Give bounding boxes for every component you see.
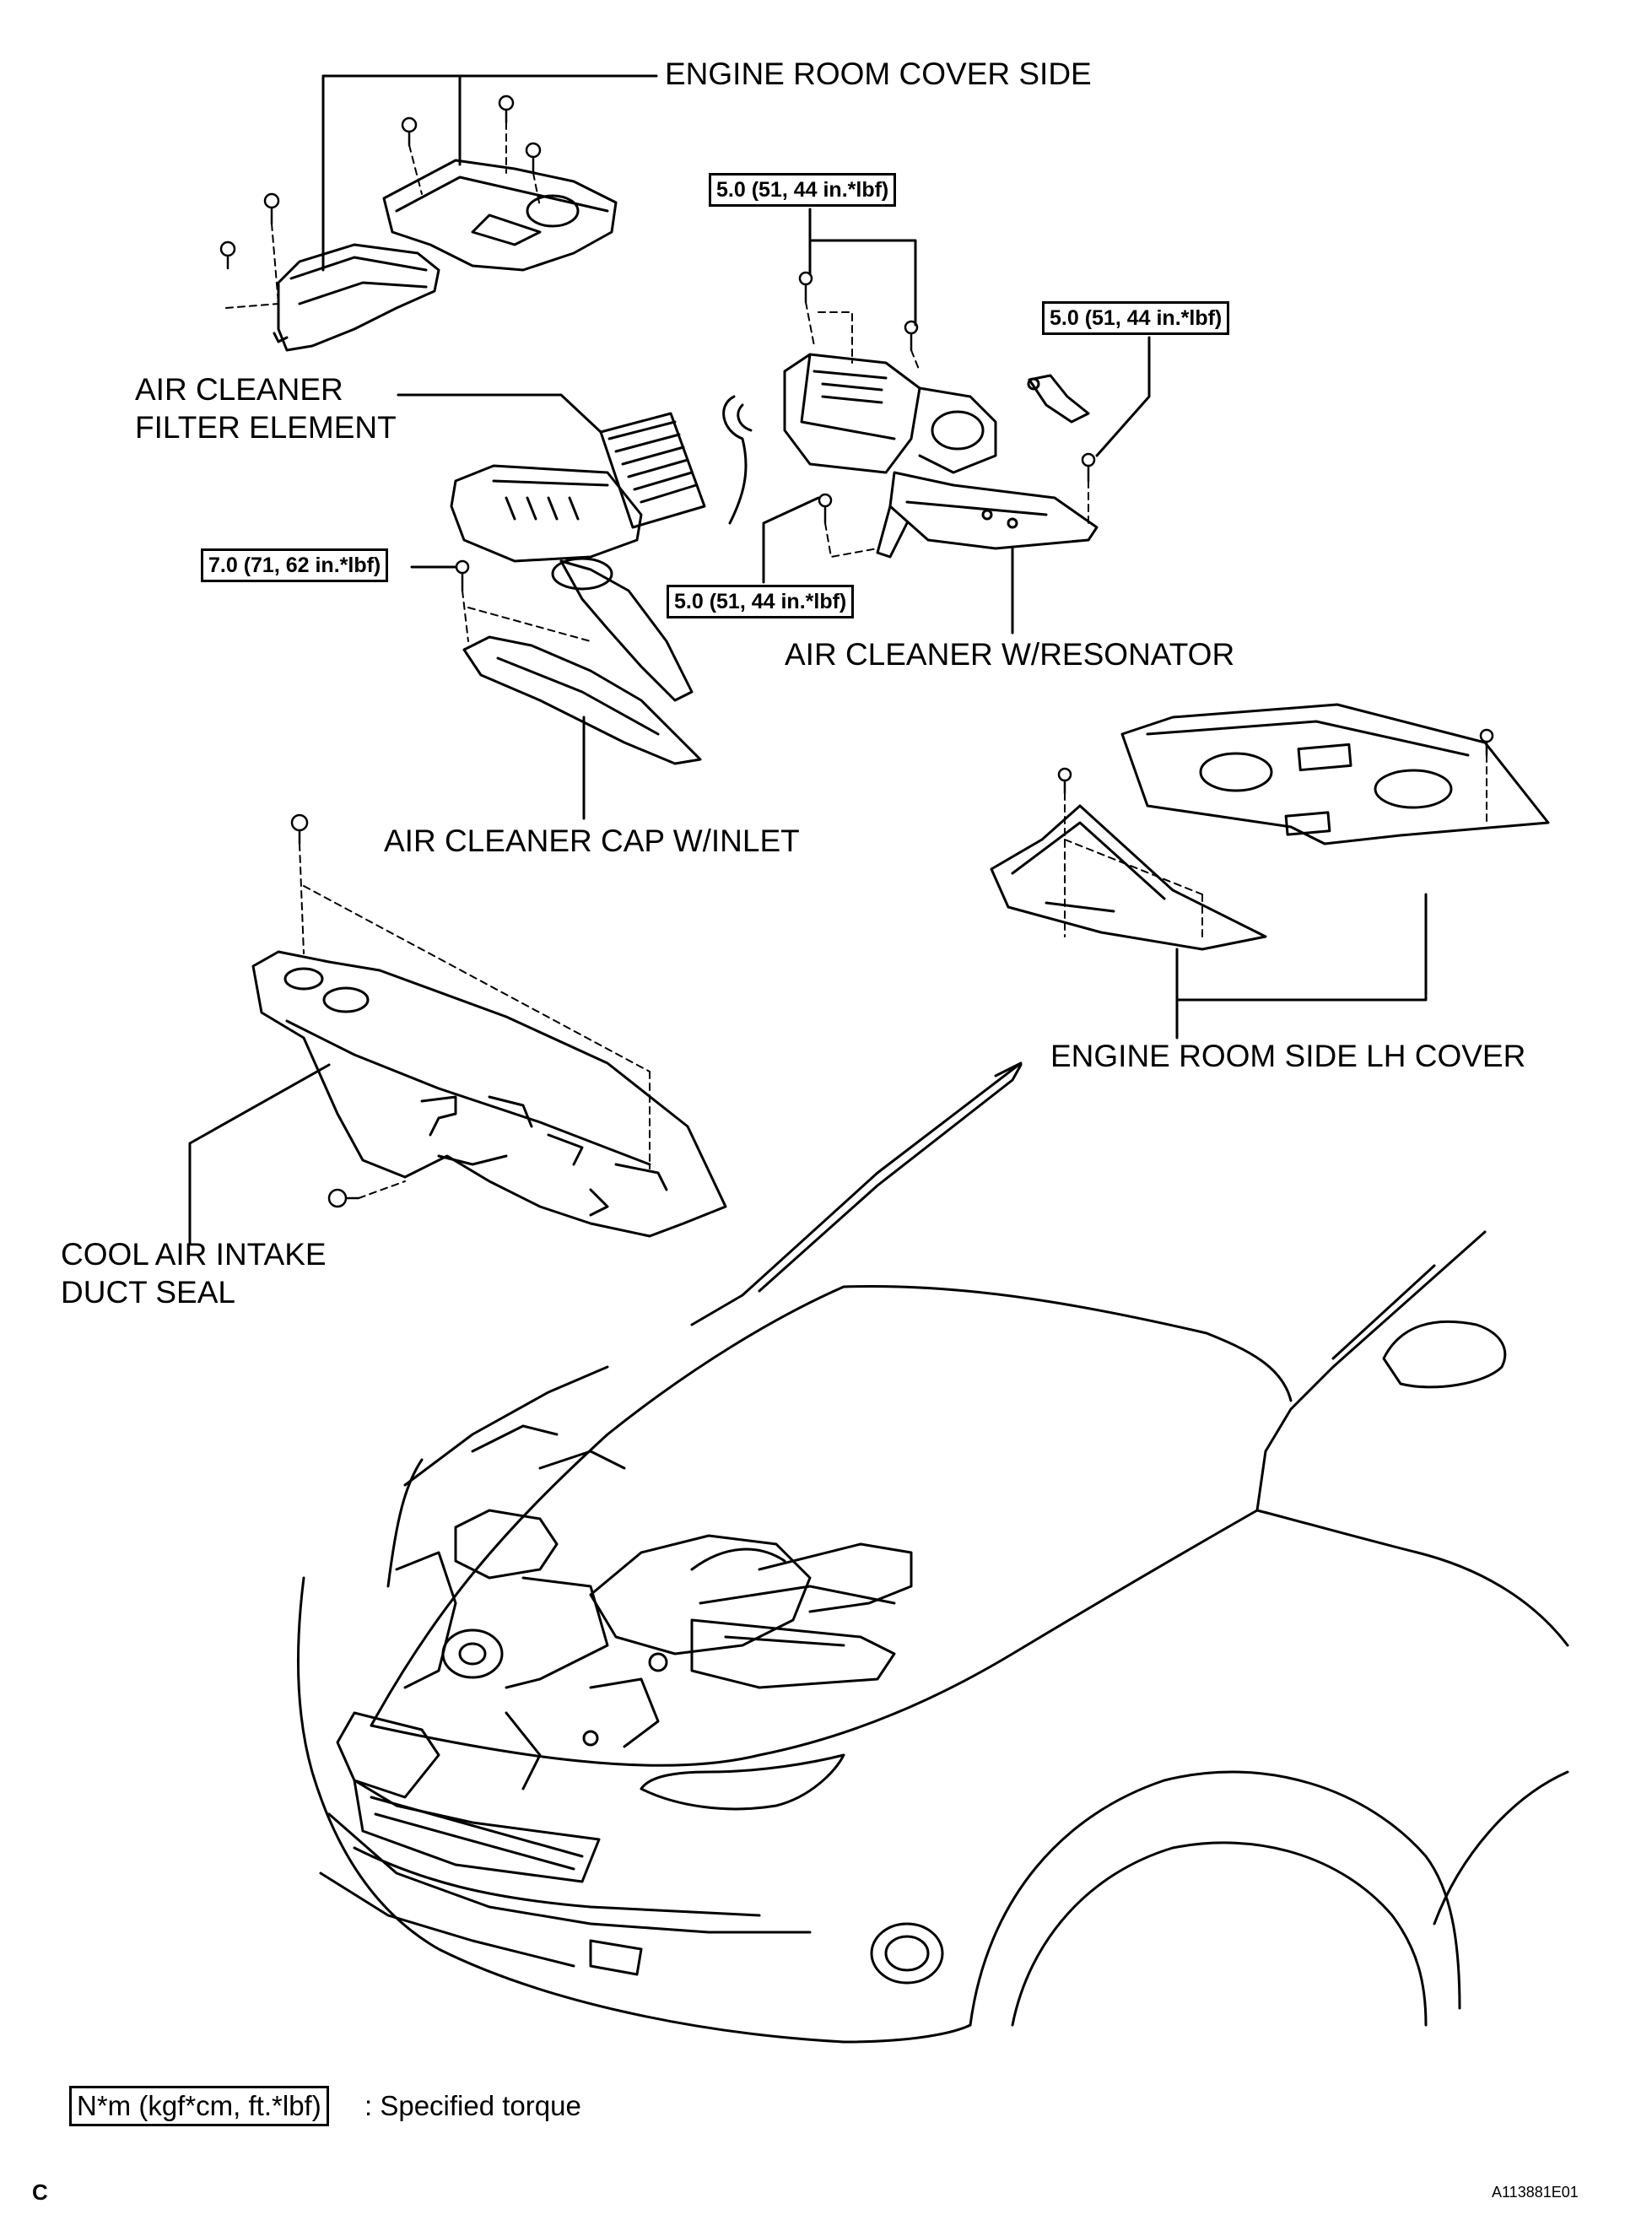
label-cool-air-intake-duct-seal-line1: COOL AIR INTAKE [61, 1237, 327, 1272]
label-cool-air-intake-duct-seal-line2: DUCT SEAL [61, 1275, 235, 1310]
air-cleaner-cap-w-inlet-part [450, 464, 702, 765]
legend-torque-description: : Specified torque [364, 2090, 581, 2121]
torque-spec-resonator-right: 5.0 (51, 44 in.*lbf) [1042, 301, 1230, 335]
figure-code: A113881E01 [1492, 2184, 1579, 2201]
leader-cool-air-intake-duct-seal [188, 1063, 331, 1246]
air-cleaner-w-resonator-part [722, 353, 1099, 559]
label-air-cleaner-filter-element-line2: FILTER ELEMENT [135, 410, 397, 445]
torque-spec-resonator-upper: 5.0 (51, 44 in.*lbf) [709, 173, 897, 207]
label-air-cleaner-cap-w-inlet: AIR CLEANER CAP W/INLET [384, 824, 800, 858]
leader-torque-resonator-right [1095, 336, 1151, 457]
vehicle-front-outline [296, 1061, 1569, 2044]
engine-room-side-lh-cover-part [990, 703, 1550, 951]
air-cleaner-filter-element-part [397, 393, 706, 529]
bolt-icon [455, 559, 470, 592]
label-air-cleaner-w-resonator: AIR CLEANER W/RESONATOR [785, 637, 1235, 672]
torque-spec-resonator-lower: 5.0 (51, 44 in.*lbf) [667, 585, 855, 618]
label-engine-room-side-lh-cover: ENGINE ROOM SIDE LH COVER [1050, 1039, 1526, 1073]
leader-engine-room-side-lh-cover [1175, 893, 1428, 1040]
label-engine-room-cover-side: ENGINE ROOM COVER SIDE [665, 57, 1092, 91]
leader-torque-resonator-lower [762, 496, 820, 584]
clip-icon [290, 813, 360, 1208]
page-letter: C [32, 2179, 48, 2205]
leader-engine-room-cover-side [321, 74, 658, 272]
clip-icon [1057, 728, 1494, 795]
label-air-cleaner-filter-element-line1: AIR CLEANER [135, 372, 343, 407]
torque-spec-cap-inlet: 7.0 (71, 62 in.*lbf) [201, 548, 389, 582]
clip-icon [219, 95, 542, 270]
dashed-assembly-lines [225, 122, 541, 309]
leader-torque-resonator-upper [808, 208, 917, 327]
legend-torque-unit-box: N*m (kgf*cm, ft.*lbf) [69, 2086, 329, 2126]
cool-air-intake-duct-seal-part [251, 950, 727, 1238]
engine-room-cover-side-part [273, 159, 618, 352]
bolt-icon [798, 271, 1096, 525]
